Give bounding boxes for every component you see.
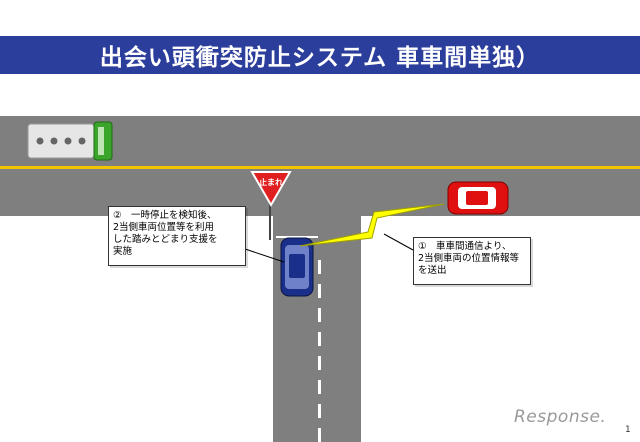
center-line	[0, 166, 640, 169]
side-road-dashes	[318, 260, 321, 442]
stop-line	[276, 236, 318, 238]
callout-left: ② 一時停止を検知後、 2当側車両位置等を利用 した踏みとどまり支援を 実施	[108, 206, 246, 266]
stop-sign-text: 止まれ	[259, 177, 283, 187]
page-title: 出会い頭衝突防止システム 車車間単独）	[99, 45, 541, 71]
red-car	[447, 181, 509, 215]
callout-right-pointer	[383, 233, 414, 251]
truck	[27, 121, 113, 161]
blue-car	[280, 237, 314, 297]
callout-right: ① 車車間通信より、 2当側車両の位置情報等 を送出	[413, 237, 531, 285]
stop-sign	[250, 171, 292, 240]
title-banner: 出会い頭衝突防止システム 車車間単独）	[0, 36, 640, 74]
communication-signal	[299, 203, 445, 247]
page-number: 1	[625, 425, 631, 435]
response-logo: Response.	[514, 407, 607, 427]
